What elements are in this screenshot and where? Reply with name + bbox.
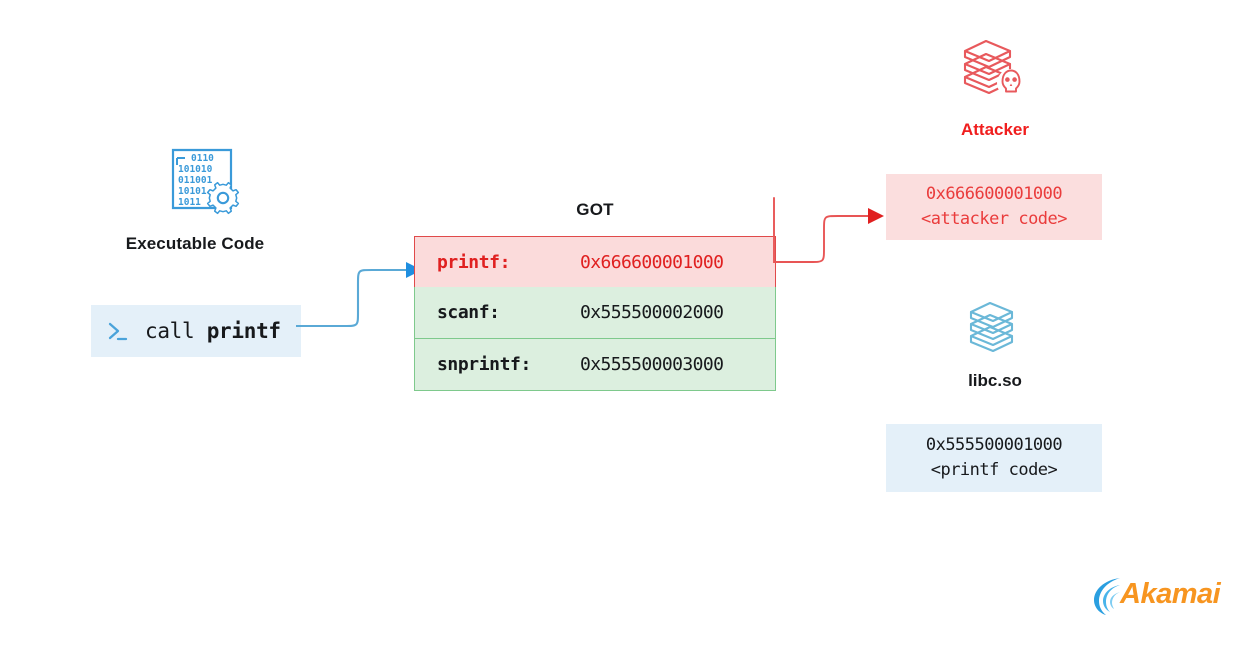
libc-code-box: 0x555500001000 <printf code> xyxy=(886,424,1102,492)
attacker-label: Attacker xyxy=(960,120,1030,139)
libc-address: 0x555500001000 xyxy=(925,435,1063,456)
executable-code-label: Executable Code xyxy=(125,234,265,253)
libc-symbol: <printf code> xyxy=(930,460,1058,480)
got-entry-name: scanf: xyxy=(437,302,500,323)
stack-layers-icon xyxy=(969,301,1014,353)
svg-text:011001: 011001 xyxy=(178,175,213,186)
terminal-command: call printf xyxy=(145,319,281,343)
attacker-symbol: <attacker code> xyxy=(920,209,1068,229)
call-to-got-arrow xyxy=(296,262,422,328)
got-entry-name: printf: xyxy=(437,251,511,273)
got-entry-address: 0x555500003000 xyxy=(580,354,724,375)
got-entry-address: 0x666600001000 xyxy=(580,251,724,273)
table-row[interactable]: scanf: 0x555500002000 xyxy=(414,287,776,339)
svg-text:0110: 0110 xyxy=(191,153,214,164)
binary-document-gear-icon: 0110 101010 011001 10101 1011 xyxy=(171,148,240,215)
attacker-address: 0x666600001000 xyxy=(925,184,1063,205)
command-prefix: call xyxy=(145,319,207,343)
got-table: printf: 0x666600001000 scanf: 0x55550000… xyxy=(414,236,776,391)
libc-label: libc.so xyxy=(968,371,1022,390)
svg-text:10101: 10101 xyxy=(178,186,207,197)
attacker-code-box: 0x666600001000 <attacker code> xyxy=(886,174,1102,240)
stack-skull-icon xyxy=(963,39,1025,97)
got-entry-address: 0x555500002000 xyxy=(580,302,724,323)
prompt-caret-icon xyxy=(108,322,128,341)
got-entry-name: snprintf: xyxy=(437,354,531,375)
svg-text:101010: 101010 xyxy=(178,164,213,175)
akamai-logo: Akamai xyxy=(1090,572,1221,620)
akamai-swoosh-icon xyxy=(1094,578,1120,615)
got-title: GOT xyxy=(576,200,614,219)
table-row[interactable]: printf: 0x666600001000 xyxy=(414,236,776,288)
svg-text:1011: 1011 xyxy=(178,197,201,208)
table-row[interactable]: snprintf: 0x555500003000 xyxy=(414,339,776,391)
terminal-call-box: call printf xyxy=(91,305,301,357)
got-to-attacker-arrow xyxy=(773,197,884,263)
akamai-wordmark: Akamai xyxy=(1120,578,1221,610)
command-symbol: printf xyxy=(206,319,281,343)
